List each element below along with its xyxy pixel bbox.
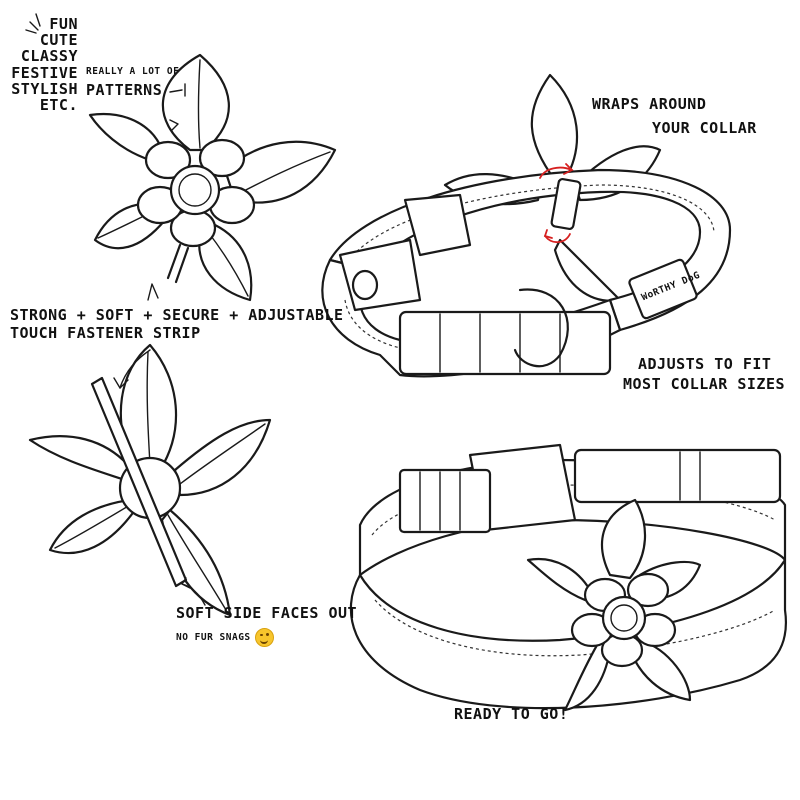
ready-caption: READY TO GO! (454, 705, 569, 723)
flower-front-drawing (88, 53, 337, 302)
wink-emoji-icon (254, 628, 274, 647)
trait-item: FUN (49, 15, 78, 33)
collar-with-flower-drawing (321, 73, 732, 378)
trait-item: ETC. (39, 95, 78, 114)
wraps-caption-line1: WRAPS AROUND (592, 95, 707, 113)
adjusts-caption-line1: ADJUSTS TO FIT (638, 355, 772, 373)
arrow-icon (113, 349, 206, 606)
rotation-arrows-icon (539, 163, 574, 244)
soft-caption-line2: NO FUR SNAGS (176, 632, 251, 643)
soft-caption-line1: SOFT SIDE FACES OUT (176, 604, 358, 622)
trait-item: CUTE (39, 31, 78, 50)
flower-back-drawing (28, 343, 272, 617)
collar-ready-drawing (349, 443, 787, 712)
trait-item: STYLISH (11, 79, 78, 98)
adjusts-caption-line2: MOST COLLAR SIZES (623, 375, 786, 393)
soft-caption-line2-row: NO FUR SNAGS (176, 628, 274, 647)
arrow-icon (25, 13, 186, 301)
patterns-caption-line2: PATTERNS (86, 81, 163, 99)
trait-item: CLASSY (20, 47, 78, 66)
trait-item: FESTIVE (11, 63, 78, 82)
strong-caption-line2: TOUCH FASTENER STRIP (10, 324, 201, 342)
wraps-caption-line2: YOUR COLLAR (652, 119, 757, 137)
traits-list: FUN CUTE CLASSY FESTIVE STYLISH ETC. (6, 16, 78, 113)
strong-caption-line1: STRONG + SOFT + SECURE + ADJUSTABLE (10, 306, 344, 324)
patterns-caption-line1: REALLY A LOT OF (86, 66, 180, 77)
